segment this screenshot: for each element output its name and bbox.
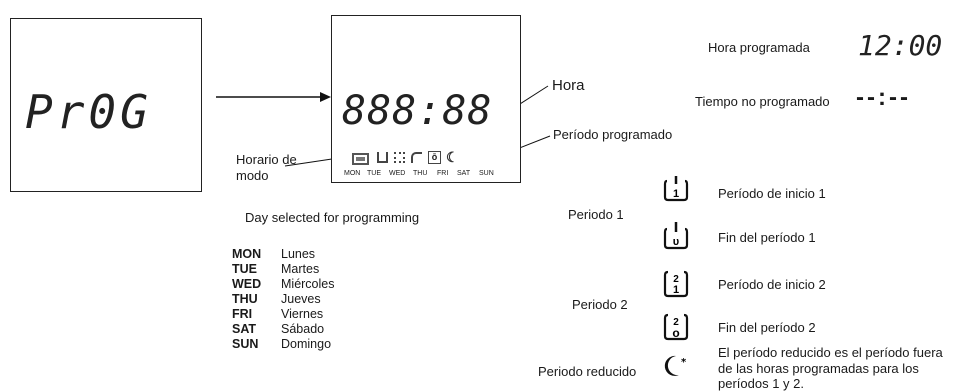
no-programado-label: Tiempo no programado <box>695 94 830 109</box>
day-label: MON <box>344 170 361 177</box>
svg-text:1: 1 <box>673 188 679 200</box>
list-item: THU Jueves <box>232 292 321 306</box>
svg-text:2: 2 <box>673 274 679 285</box>
end-period-icon <box>411 152 422 163</box>
periodo-reducido-label: Periodo reducido <box>538 364 637 379</box>
horario-label-2: modo <box>236 168 269 183</box>
reducido-desc-1: El período reducido es el período fuera <box>718 345 943 360</box>
day-list: MON Lunes TUE Martes WED Miércoles THU J… <box>232 247 432 352</box>
start-period-1-icon: 1 <box>663 176 689 202</box>
end-period-2-icon: 2 o <box>663 313 689 341</box>
svg-text:1: 1 <box>673 284 679 296</box>
prog-text: Pr0G <box>25 85 152 139</box>
svg-text:2: 2 <box>673 317 679 328</box>
periodo-programado-label: Período programado <box>553 127 673 142</box>
morning-icon <box>377 152 388 163</box>
list-item: SUN Domingo <box>232 337 332 351</box>
moon-small-icon: ☾ <box>446 149 459 165</box>
inicio-2-desc: Período de inicio 2 <box>718 277 826 292</box>
list-item: WED Miércoles <box>232 277 335 291</box>
start-period-icon <box>394 152 405 163</box>
fin-1-desc: Fin del período 1 <box>718 230 816 245</box>
periodo-2-label: Periodo 2 <box>572 297 628 312</box>
hora-programada-display: 12:00 <box>858 29 943 62</box>
no-programado-display: --:-- <box>856 84 911 111</box>
reducido-desc-2: de las horas programadas para los <box>718 361 919 376</box>
day-labels-row: MON TUE WED THU FRI SAT SUN <box>344 170 514 180</box>
day-label: SAT <box>457 170 471 177</box>
day-label: THU <box>413 170 428 177</box>
fin-2-desc: Fin del período 2 <box>718 320 816 335</box>
moon-star-icon: * <box>662 353 687 379</box>
list-item: FRI Viernes <box>232 307 324 321</box>
horario-label-1: Horario de <box>236 152 297 167</box>
end-period-1-icon: υ <box>663 222 689 250</box>
start-period-2-icon: ō <box>428 151 441 164</box>
day-label: WED <box>389 170 406 177</box>
reducido-desc-3: períodos 1 y 2. <box>718 376 804 391</box>
list-item: TUE Martes <box>232 262 320 276</box>
day-label: TUE <box>367 170 381 177</box>
mode-icon <box>352 153 369 165</box>
day-selected-heading: Day selected for programming <box>245 210 420 225</box>
prog-display: Pr0G <box>10 18 202 192</box>
time-digits: 888:88 <box>342 88 493 134</box>
svg-text:o: o <box>672 326 679 340</box>
periodo-1-label: Periodo 1 <box>568 207 624 222</box>
start-period-2-icon: 2 1 <box>663 270 689 298</box>
period-icons-row: ō ☾ <box>377 149 507 166</box>
inicio-1-desc: Período de inicio 1 <box>718 186 826 201</box>
svg-text:υ: υ <box>673 236 679 248</box>
day-label: SUN <box>479 170 494 177</box>
main-display: 888:88 ō ☾ MON TUE WED THU FRI SAT SUN <box>331 15 521 183</box>
hora-programada-label: Hora programada <box>708 40 810 55</box>
list-item: MON Lunes <box>232 247 316 261</box>
day-label: FRI <box>437 170 449 177</box>
hora-label: Hora <box>552 77 585 94</box>
svg-text:*: * <box>681 357 687 368</box>
list-item: SAT Sábado <box>232 322 325 336</box>
